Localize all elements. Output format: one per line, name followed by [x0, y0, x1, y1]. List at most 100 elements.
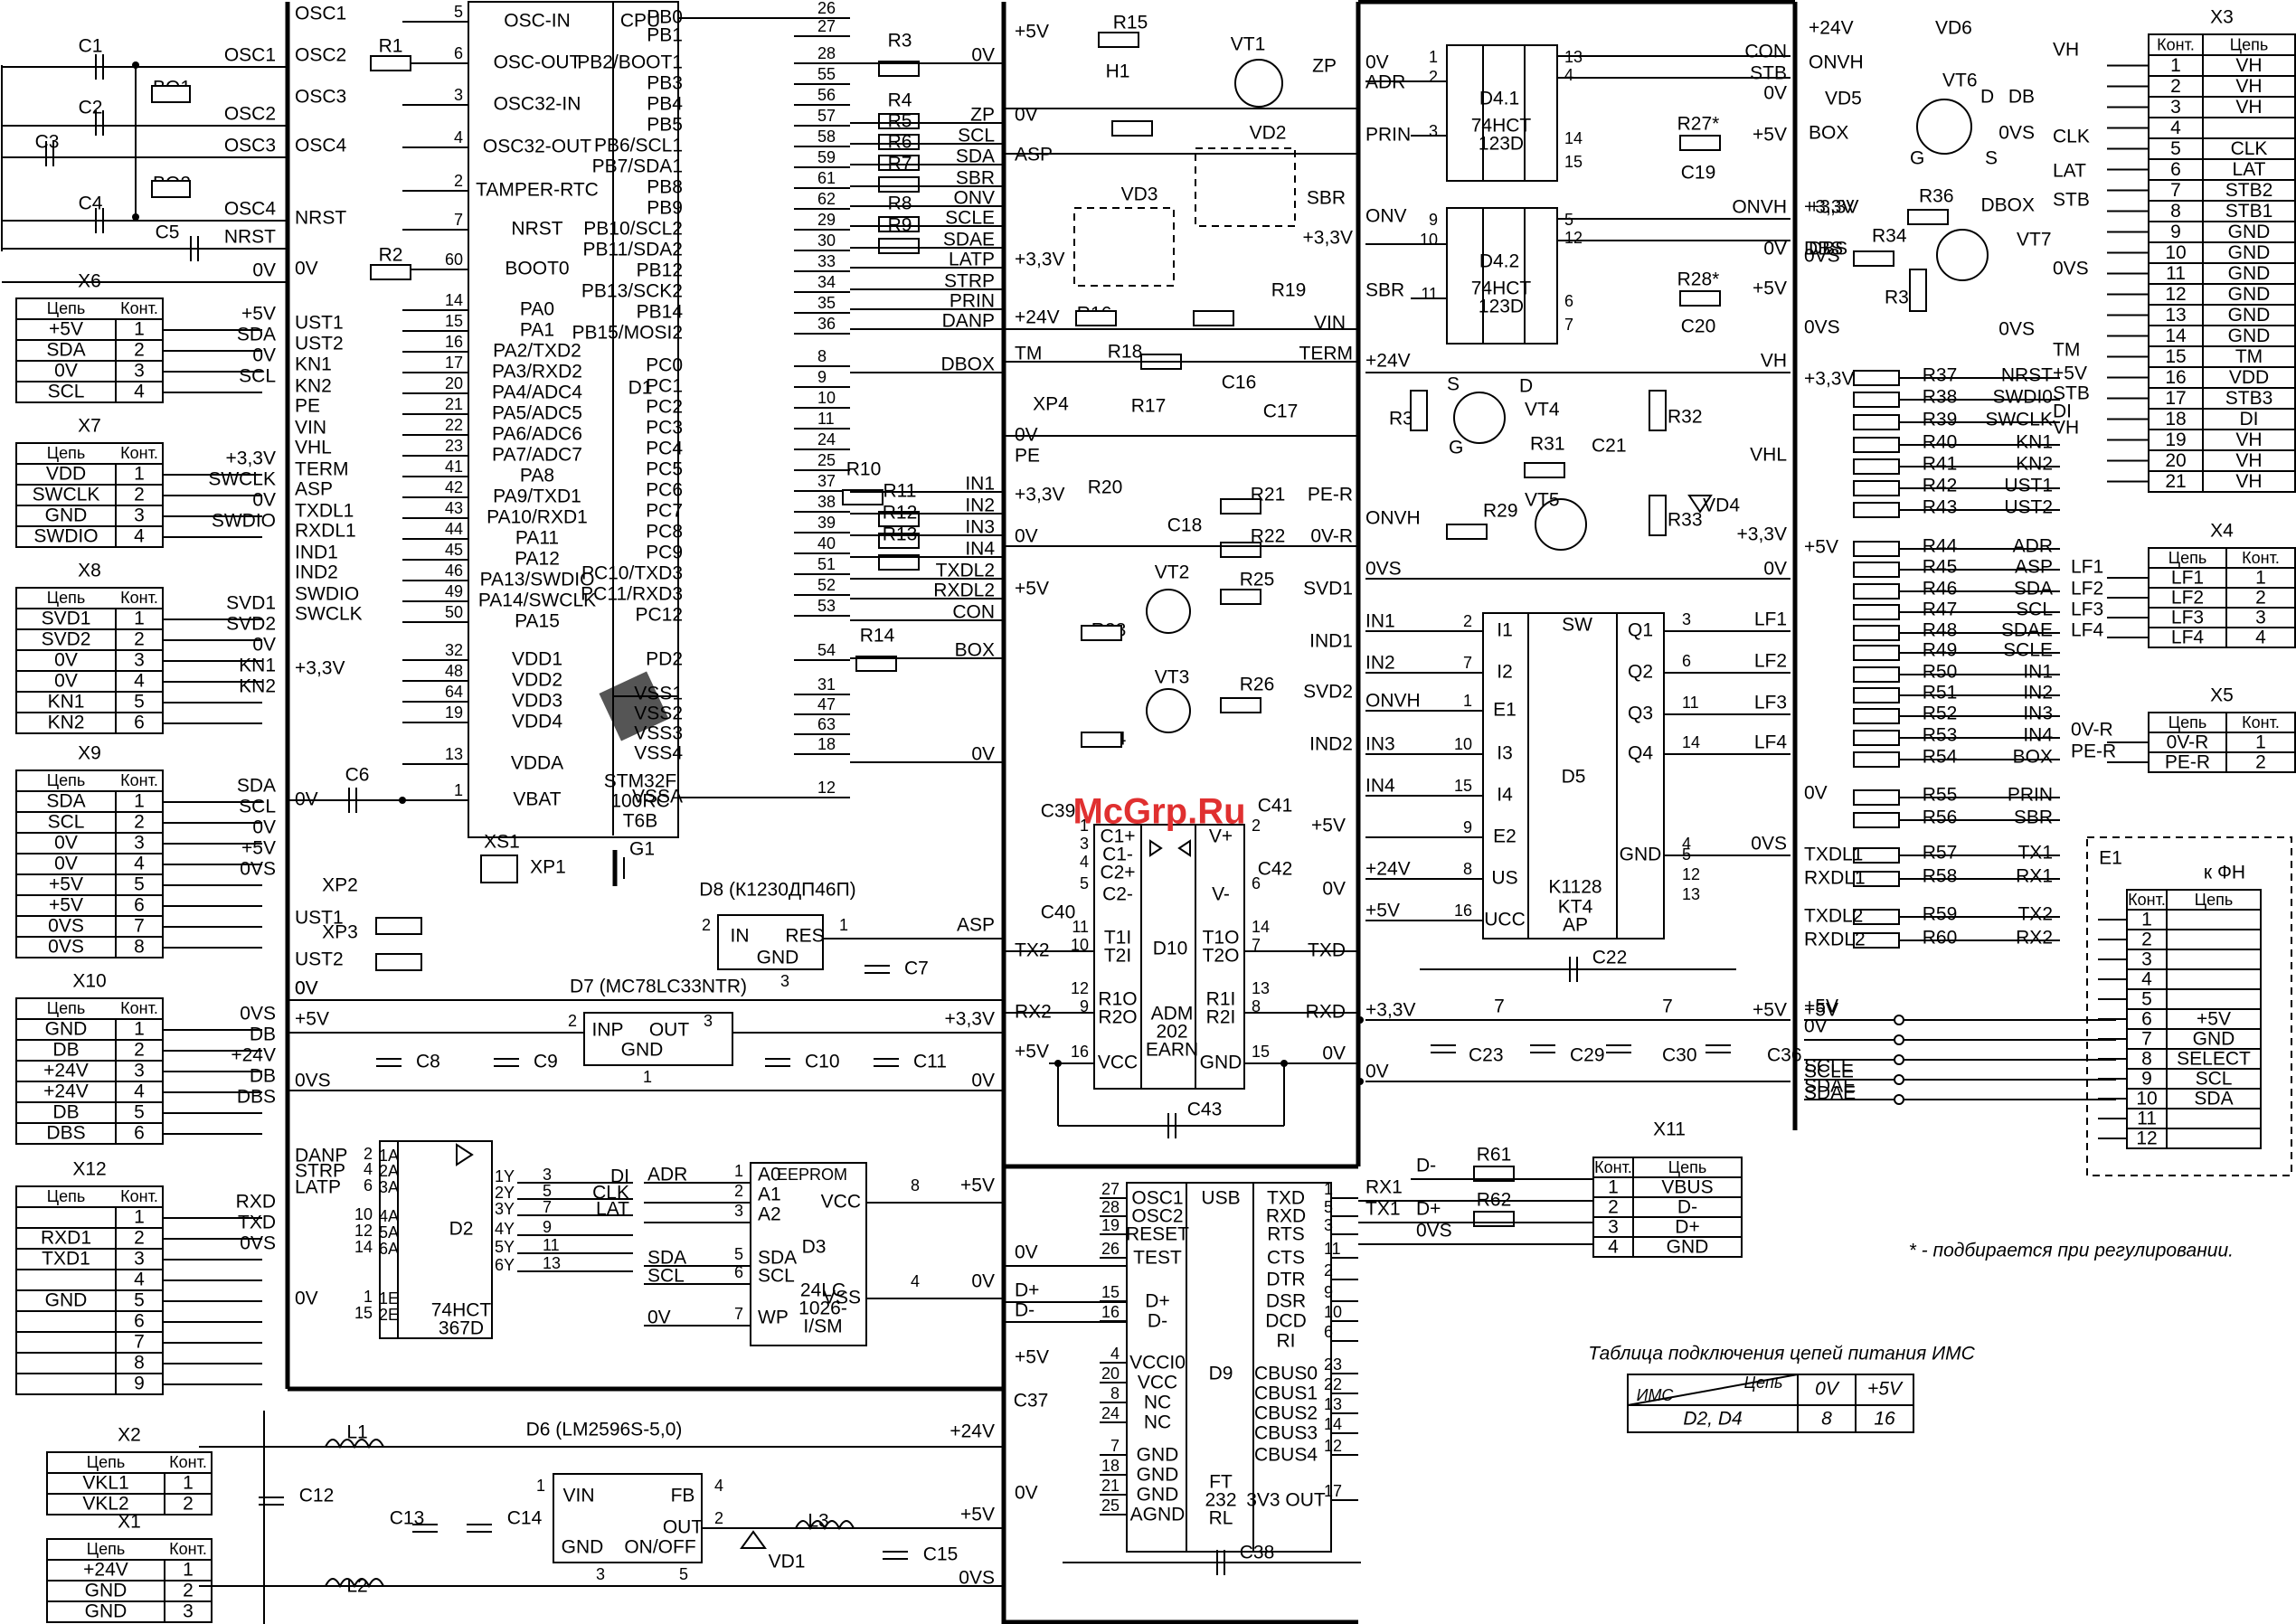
d9-pin-number: 11: [1324, 1240, 1341, 1258]
cpu-pin-name: PB3: [647, 73, 683, 94]
cpu-pin-number: 39: [817, 514, 836, 532]
connector-header-cell: Цепь: [47, 589, 85, 607]
cpu-pin-name: VDD4: [512, 712, 562, 732]
e1-cell: [2166, 988, 2262, 1010]
resistor-symbol: [1853, 645, 1900, 661]
e1-cell: [2166, 949, 2262, 970]
resistor-symbol: [1853, 730, 1900, 746]
connector-cell-text: 1: [2170, 55, 2181, 76]
cpu-pin-name: PA12: [515, 549, 560, 570]
resistor-net: KN1: [2016, 432, 2053, 453]
connector-pin-net: GND: [85, 1581, 128, 1601]
connector-pin-number: 3: [134, 833, 145, 854]
x4-net-label: LF1: [2071, 557, 2103, 578]
connector-pin-net: 0VS: [48, 937, 84, 958]
cpu-net-label: IN1: [965, 474, 995, 495]
d6-pin-number: 2: [714, 1509, 723, 1527]
pin-circle: [1894, 1015, 1904, 1025]
e1-pin-number: 3: [2141, 949, 2152, 970]
resistor-symbol: [1473, 1166, 1515, 1182]
connector-net-label: SCL: [239, 366, 276, 387]
connector-pin-net: VDD: [46, 464, 86, 485]
d6-net-label: 0VS: [959, 1568, 995, 1589]
connector-header-cell: Цепь: [47, 1187, 85, 1205]
cpu-pin-number: 33: [817, 252, 836, 270]
d41-pin-number: 1: [1429, 48, 1438, 66]
crystal-bq1: [151, 85, 191, 103]
decoupling-label: +5V: [1753, 1000, 1787, 1021]
d5-pin-number: 11: [1682, 694, 1699, 712]
junction-dot: [1280, 1060, 1288, 1067]
d9-pin-number: 24: [1101, 1404, 1120, 1422]
connector-cell-text: LF1: [2171, 568, 2204, 589]
mid-block-label: +3,3V: [1015, 250, 1064, 270]
pin-circle: [1894, 1094, 1904, 1105]
d2-pin-name: 1A: [379, 1147, 399, 1165]
connector-cell-text: 17: [2165, 388, 2186, 409]
d9-pin-number: 10: [1324, 1303, 1342, 1321]
d3-pin-number: 1: [734, 1162, 743, 1180]
connector-cell-text: 2: [2170, 76, 2181, 97]
connector-ref: XP2: [322, 875, 358, 896]
d10-pin-name: R2I: [1206, 1007, 1236, 1028]
d2-pin-name: 2E: [379, 1306, 399, 1324]
d2-pin-name: 1Y: [495, 1167, 515, 1185]
connector-cell: [15, 1331, 117, 1354]
cpu-pin-name: PA5/ADC5: [492, 403, 582, 424]
d8-pin-number: 2: [702, 916, 711, 934]
cpu-ref: D1: [628, 378, 653, 399]
connector-cell-text: 2: [2255, 752, 2266, 773]
connector-ref: X2: [118, 1425, 141, 1446]
d3-part: 1026-: [798, 1298, 847, 1319]
right-top-label: VT7: [2017, 230, 2052, 250]
d5-pin-number: 2: [1463, 612, 1472, 630]
d4-net-label: SBR: [1365, 280, 1404, 301]
right-top-label: BOX: [1809, 123, 1848, 144]
connector-pin-number: 2: [134, 812, 145, 833]
cpu-pin-name: PB8: [647, 177, 683, 198]
osc-net-label: OSC4: [224, 199, 277, 220]
d5-net-label: IN3: [1365, 734, 1395, 755]
x3-net-label: 0VS: [2053, 259, 2089, 279]
connector-pin-net: SWDIO: [33, 526, 98, 547]
cpu-pin-number: 62: [817, 190, 836, 208]
resistor-net: SDAE: [2001, 620, 2053, 641]
e1-pin-number: 12: [2136, 1128, 2157, 1149]
pin-circle: [1894, 1054, 1904, 1065]
connector-cell: [2202, 117, 2296, 139]
right-top-label: R36: [1919, 186, 1954, 207]
d3-pin-number: 7: [734, 1305, 743, 1323]
connector-cell-text: 15: [2165, 346, 2186, 367]
cpu-pin-name: PA13/SWDIO: [480, 570, 595, 590]
resistor-symbol: [1853, 812, 1900, 828]
cpu-pin-number: 2: [454, 172, 463, 190]
d42-pin-number: 7: [1564, 316, 1573, 334]
cpu-pin-number: 46: [445, 562, 463, 580]
d9-pin-name: DCD: [1265, 1311, 1307, 1332]
d10-pin-name: V-: [1212, 884, 1230, 905]
power-label: R32: [1668, 407, 1703, 428]
d41-part: 123D: [1479, 134, 1524, 155]
resistor-net: SWCLK: [1985, 410, 2053, 430]
d5-net-label: LF1: [1754, 609, 1787, 630]
connector-pin-net: VBUS: [1661, 1177, 1713, 1198]
resistor-symbol: [1853, 250, 1894, 267]
d5-pin-number: 14: [1682, 733, 1700, 751]
connector-pin-number: 4: [134, 1270, 145, 1290]
d3-pin-name: A0: [758, 1165, 781, 1185]
d42-pin-number: 9: [1429, 211, 1438, 229]
power-label: VHL: [1750, 445, 1787, 466]
mid-block-label: VT2: [1155, 562, 1190, 583]
right-top-label: G: [1910, 148, 1924, 169]
power-label: VT4: [1525, 400, 1560, 420]
cpu-pin-name: PB2/BOOT1: [577, 52, 683, 73]
resistor-net: ADR: [2013, 536, 2053, 557]
cpu-net-label: SBR: [956, 168, 995, 189]
d9-pin-number: 28: [1101, 1198, 1120, 1216]
connector-net-label: DB: [250, 1066, 276, 1087]
cpu-pin-number: 6: [454, 44, 463, 62]
cpu-pin-number: 64: [445, 683, 463, 701]
transistor-vt3-icon: [1146, 688, 1191, 733]
connector-cell: [15, 1269, 117, 1291]
resistor-ref: R5: [888, 111, 912, 132]
